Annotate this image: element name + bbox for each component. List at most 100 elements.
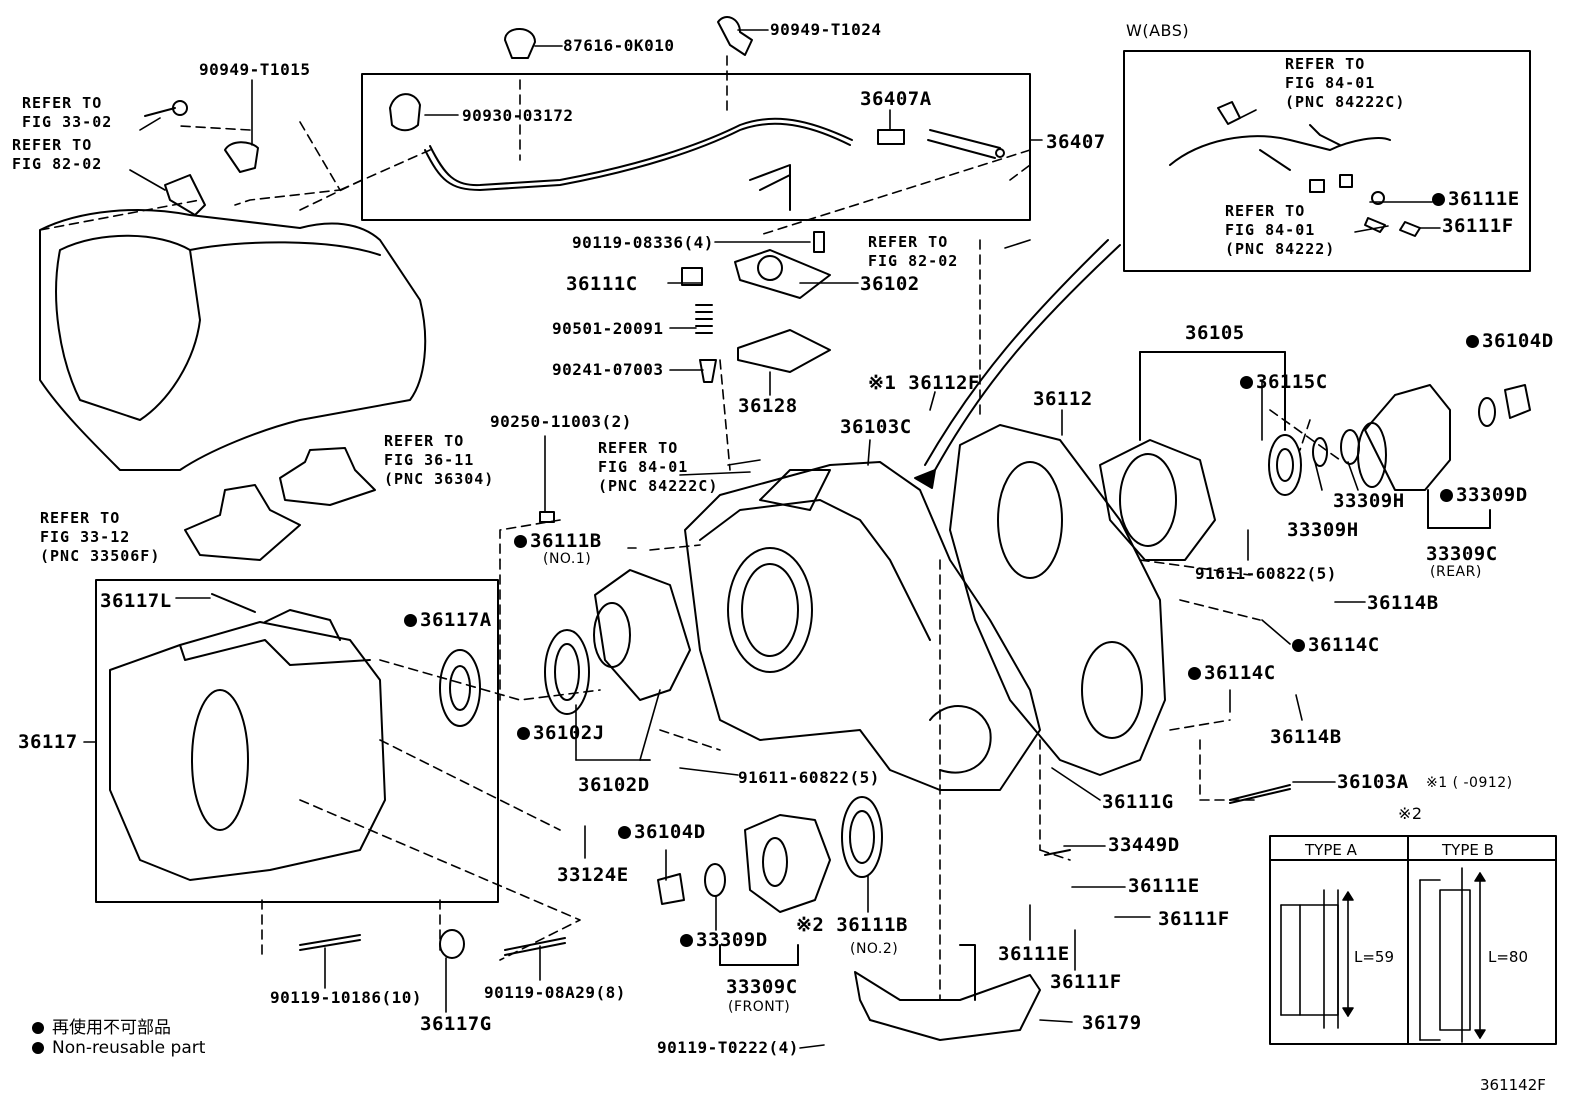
label-36111b-no1: 36111B xyxy=(514,532,602,551)
nonreusable-dot xyxy=(680,934,693,947)
clip-90949b xyxy=(224,141,259,173)
case-frame xyxy=(95,579,499,903)
label-33309d-rear: 33309D xyxy=(1440,486,1528,505)
legend-en: Non-reusable part xyxy=(32,1038,205,1058)
label-36111f-a: 36111F xyxy=(1158,908,1230,930)
nonreusable-dot xyxy=(1188,667,1201,680)
cover-36102 xyxy=(734,249,831,299)
transfer-case-36103c xyxy=(684,461,1041,791)
label-36114b-a: 36114B xyxy=(1367,592,1439,614)
label-36111e-b: 36111E xyxy=(998,943,1070,965)
nonreusable-dot xyxy=(1432,193,1445,206)
label-36103a: 36103A xyxy=(1337,771,1409,793)
front-housing-36102d xyxy=(594,569,691,701)
bearing-36115c xyxy=(1268,434,1302,496)
label-36102d: 36102D xyxy=(578,774,650,796)
label-36111f-b: 36111F xyxy=(1050,971,1122,993)
plunger-90241 xyxy=(699,359,717,383)
nonreusable-dot xyxy=(1466,335,1479,348)
arrow xyxy=(934,244,1121,471)
label-36102: 36102 xyxy=(860,273,920,295)
label-36179: 36179 xyxy=(1082,1012,1142,1034)
label-87616-0k010: 87616-0K010 xyxy=(563,36,675,55)
label-36102j: 36102J xyxy=(517,724,605,743)
type-a-length: L=59 xyxy=(1354,948,1395,966)
clip-87616 xyxy=(504,28,536,59)
label-36105: 36105 xyxy=(1185,322,1245,344)
vent-hose xyxy=(424,122,851,191)
type-a-header: TYPE A xyxy=(1305,841,1357,859)
label-36111e-a: 36111E xyxy=(1128,875,1200,897)
label-36114c-a: 36114C xyxy=(1292,636,1380,655)
label-no1: (NO.1) xyxy=(543,551,592,567)
nonreusable-dot xyxy=(32,1022,44,1034)
label-36104d-rear: 36104D xyxy=(1466,332,1554,351)
label-90250-11003: 90250-11003(2) xyxy=(490,412,632,431)
nonreusable-dot xyxy=(514,535,527,548)
case-36117 xyxy=(109,621,386,881)
type-b-drawing xyxy=(1419,867,1486,1043)
diagram-code: 361142F xyxy=(1480,1076,1546,1094)
legend-jp: 再使用不可部品 xyxy=(32,1013,171,1038)
label-rear: (REAR) xyxy=(1430,564,1482,580)
label-36117g: 36117G xyxy=(420,1013,492,1035)
nonreusable-dot xyxy=(1240,376,1253,389)
type-b-header: TYPE B xyxy=(1442,841,1494,859)
nonreusable-dot xyxy=(517,727,530,740)
label-front: (FRONT) xyxy=(728,999,791,1015)
label-36111e-abs: 36111E xyxy=(1432,190,1520,209)
label-90501-20091: 90501-20091 xyxy=(552,319,664,338)
label-36117: 36117 xyxy=(18,731,78,753)
label-36104d-front: 36104D xyxy=(618,823,706,842)
hose-frame xyxy=(361,73,1031,221)
bolt-33-02 xyxy=(144,107,176,117)
nonreusable-dot xyxy=(618,826,631,839)
label-36103a-note: ※1 ( -0912) xyxy=(1426,775,1513,791)
type-table-frame xyxy=(1269,835,1557,1045)
label-36111c: 36111C xyxy=(566,273,638,295)
label-90119-t0222: 90119-T0222(4) xyxy=(657,1038,799,1057)
abs-box-title: W(ABS) xyxy=(1126,21,1190,40)
label-36117l: 36117L xyxy=(100,590,172,612)
type-b-length: L=80 xyxy=(1488,948,1529,966)
label-90241-07003: 90241-07003 xyxy=(552,360,664,379)
bracket-82-02 xyxy=(164,174,206,216)
label-36117a: 36117A xyxy=(404,611,492,630)
label-36115c: 36115C xyxy=(1240,373,1328,392)
insulator-a xyxy=(184,484,301,561)
label-36128: 36128 xyxy=(738,395,798,417)
nonreusable-dot xyxy=(1292,639,1305,652)
label-90119-08336: 90119-08336(4) xyxy=(572,233,714,252)
label-33309c-rear: 33309C xyxy=(1426,543,1498,565)
label-33309c-front: 33309C xyxy=(726,976,798,998)
label-90119-10186: 90119-10186(10) xyxy=(270,988,422,1007)
bracket-36179 xyxy=(854,971,1041,1041)
rear-flange-33309c xyxy=(1364,384,1451,491)
clip-90949a xyxy=(717,16,753,56)
gasket-36128 xyxy=(737,329,831,373)
label-36407: 36407 xyxy=(1046,131,1106,153)
seal-36117a xyxy=(439,649,481,727)
nut-36104d-r xyxy=(1504,384,1531,419)
label-33124e: 33124E xyxy=(557,864,629,886)
nonreusable-dot xyxy=(32,1042,44,1054)
nonreusable-dot xyxy=(404,614,417,627)
label-91611-60822-b: 91611-60822(5) xyxy=(738,768,880,787)
label-91611-60822-a: 91611-60822(5) xyxy=(1195,564,1337,583)
spring-90501 xyxy=(695,304,713,334)
label-33309h-a: 33309H xyxy=(1333,490,1405,512)
label-33309h-b: 33309H xyxy=(1287,519,1359,541)
nonreusable-dot xyxy=(1440,489,1453,502)
label-33449d: 33449D xyxy=(1108,834,1180,856)
nut-36104d-f xyxy=(657,873,685,905)
abs-frame xyxy=(1123,50,1531,272)
